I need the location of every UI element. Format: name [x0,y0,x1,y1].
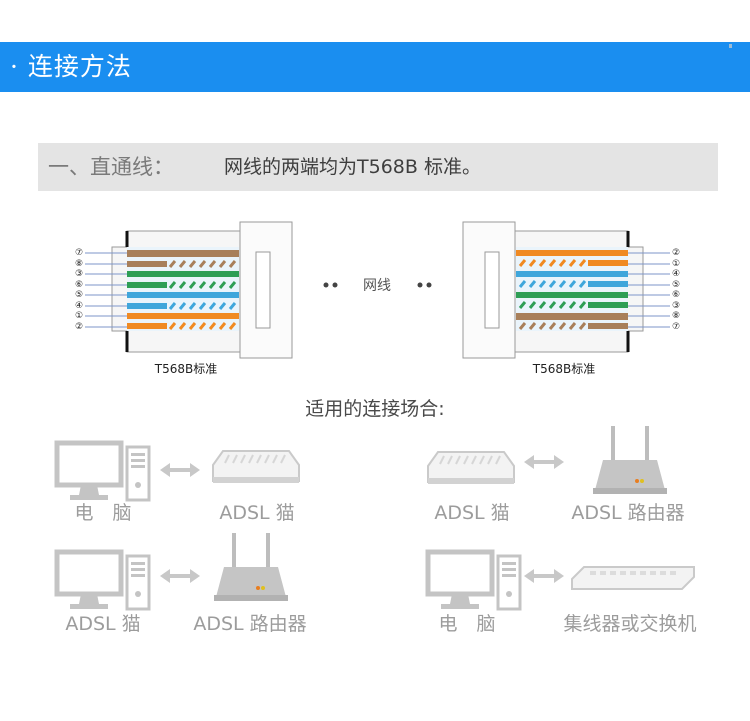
computer-icon [57,443,149,500]
computer-icon [57,552,149,609]
adsl-modem-icon [427,451,515,485]
cable-standard-description: 网线的两端均为T568B 标准。 [224,156,481,178]
pin-number: ⑦ [75,248,83,258]
device-label: 电 脑 [74,502,132,524]
right-pin-numbers: ② ① ④ ⑤ ⑥ ③ ⑧ ⑦ [672,248,680,332]
device-label: ADSL 猫 [434,502,510,524]
pin-number: ③ [75,269,83,279]
pin-number: ② [75,322,83,332]
pin-number: ④ [672,269,680,279]
pin-number: ① [75,311,83,321]
pin-number: ⑤ [672,280,680,290]
router-icon [593,426,667,494]
pin-number: ① [672,259,680,269]
left-pin-numbers: ⑦ ⑧ ③ ⑥ ⑤ ④ ① ② [75,248,83,332]
right-rj45-connector [462,221,670,359]
right-standard-caption: T568B标准 [532,362,595,376]
cable-link: 网线 [323,278,432,294]
left-rj45-connector [85,221,293,359]
pin-number: ⑥ [672,290,680,300]
header-decor-mark [729,44,732,48]
scenario-4 [428,552,695,609]
scenario-3 [57,533,288,609]
device-label: ADSL 路由器 [193,613,307,635]
computer-icon [428,552,520,609]
adsl-modem-icon [212,450,300,484]
pin-number: ⑤ [75,290,83,300]
pin-number: ④ [75,301,83,311]
pin-number: ⑥ [75,280,83,290]
section-title: · 连接方法 [10,52,132,81]
scenario-1 [57,443,300,500]
straight-cable-banner: 一、直通线： 网线的两端均为T568B 标准。 [38,143,718,191]
router-icon [214,533,288,601]
scenarios-title: 适用的连接场合: [305,398,445,420]
device-label: ADSL 猫 [65,613,141,635]
pin-number: ⑦ [672,322,680,332]
pin-number: ⑧ [75,259,83,269]
cable-type-label: 一、直通线： [48,155,174,179]
section-header: · 连接方法 [0,42,750,92]
pin-number: ② [672,248,680,258]
scenario-2 [427,426,667,494]
bidirectional-arrow-icon [158,461,202,479]
right-wire-bundle [516,247,628,331]
device-label: ADSL 路由器 [571,502,685,524]
bidirectional-arrow-icon [522,567,566,585]
left-wire-bundle [127,247,239,331]
pin-number: ③ [672,301,680,311]
device-label: 集线器或交换机 [563,613,697,635]
switch-icon [571,566,695,590]
bidirectional-arrow-icon [158,567,202,585]
cable-label: 网线 [363,278,391,294]
device-label: 电 脑 [438,613,496,635]
cable-diagram: 网线 [75,221,680,376]
pin-number: ⑧ [672,311,680,321]
bidirectional-arrow-icon [522,453,566,471]
left-standard-caption: T568B标准 [154,362,217,376]
device-label: ADSL 猫 [219,502,295,524]
